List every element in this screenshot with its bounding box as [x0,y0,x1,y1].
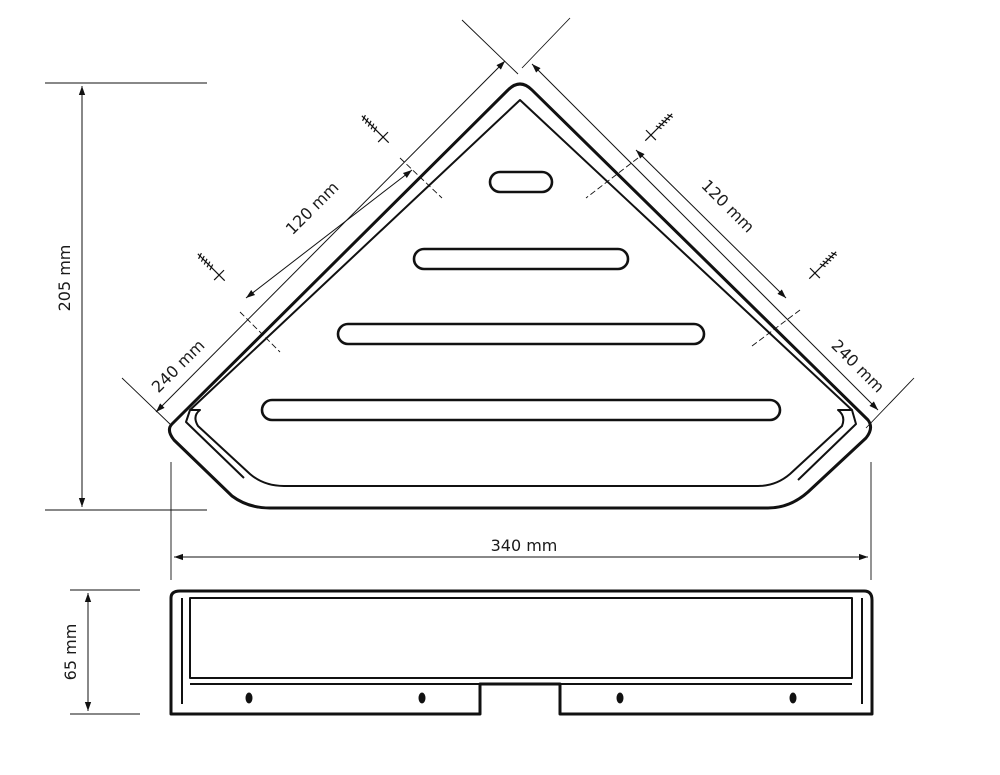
front-view [169,589,874,716]
dimension-side-right: 240 mm [521,17,915,429]
width-label: 340 mm [491,536,558,555]
slot-3 [260,398,782,422]
front-view-outline [169,589,874,716]
side-left-label: 240 mm [148,336,209,397]
dimension-width: 340 mm [170,462,872,580]
mount-left-label: 120 mm [282,178,343,239]
depth-label: 65 mm [61,624,80,681]
front-lip-left [185,409,245,479]
slot-2 [336,322,706,346]
mount-hole-icon [418,692,426,704]
dimension-height: 205 mm [45,82,207,511]
screw-icon [644,113,674,142]
screw-icon [808,251,838,280]
screw-icon [197,252,226,282]
mount-right-label: 120 mm [698,176,759,237]
mount-hole-icon [245,692,253,704]
dimension-depth: 65 mm [61,589,140,715]
dimension-side-left: 240 mm [121,19,519,427]
front-lip-right [797,409,857,481]
slot-small [488,170,554,194]
slot-1 [412,247,630,271]
shelf-inner-outline [189,99,853,487]
shelf-outer-outline [167,82,873,510]
front-view-inner [189,597,853,679]
screw-icon [361,114,390,144]
top-view [167,82,873,510]
mount-hole-icon [789,692,797,704]
height-label: 205 mm [55,245,74,312]
mount-hole-icon [616,692,624,704]
